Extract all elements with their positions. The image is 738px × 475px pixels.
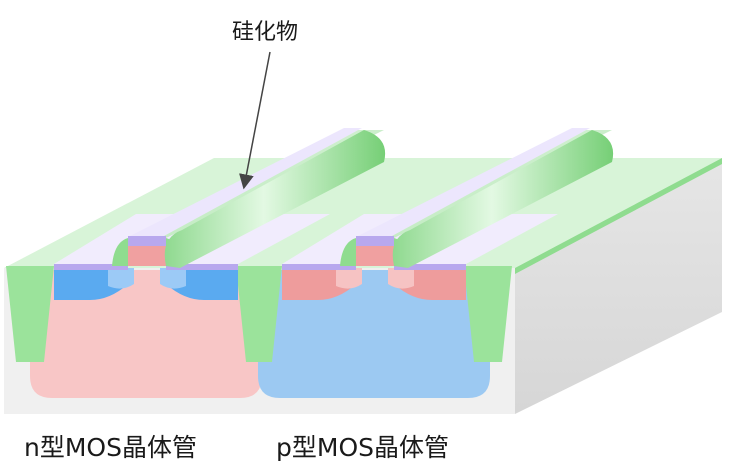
substrate-side-face <box>515 158 722 414</box>
pmos-gate-poly-front <box>356 246 394 266</box>
pmos-spacer-left <box>340 238 356 266</box>
pmos-ldd-left <box>336 268 362 289</box>
pmos-gate-silicide-front <box>356 236 394 246</box>
silicide-pmos-source-front <box>282 264 356 270</box>
nmos-ldd-right <box>160 268 186 289</box>
pmos-gate-silicide-top <box>358 128 590 236</box>
pmos-label: p型MOS晶体管 <box>276 433 449 462</box>
top-surface-edge <box>515 158 722 274</box>
pmos-gate-ridge <box>392 130 614 268</box>
sti-oxide-right <box>464 266 512 362</box>
callout-arrow <box>239 51 271 190</box>
n-well <box>258 270 490 398</box>
pmos-ldd-right <box>388 268 414 289</box>
nmos-gate-silicide-front <box>128 236 166 246</box>
sti-oxide-middle <box>236 266 282 362</box>
nmos-spacer-left <box>112 238 128 266</box>
nmos-label: n型MOS晶体管 <box>24 433 197 462</box>
nmos-ldd-left <box>108 268 134 289</box>
silicide-nmos-source-front <box>54 264 128 270</box>
sti-oxide-left <box>6 266 54 362</box>
silicide-label: 硅化物 <box>232 20 299 45</box>
nmos-gate-poly-front <box>128 246 166 266</box>
p-well <box>30 270 262 398</box>
nmos-gate-ridge <box>164 130 386 268</box>
